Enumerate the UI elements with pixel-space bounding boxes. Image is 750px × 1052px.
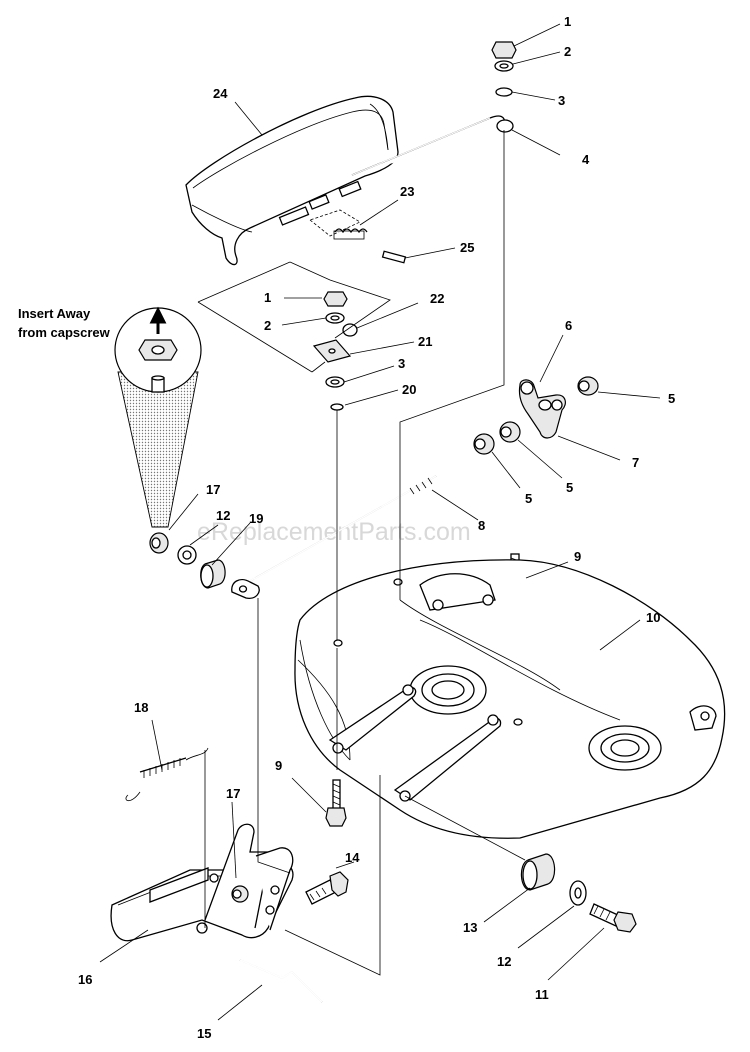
- callout-21: 21: [418, 334, 432, 349]
- nut-5-mid: [499, 421, 521, 443]
- callout-17-lower: 17: [226, 786, 240, 801]
- callout-1-mid: 1: [264, 290, 271, 305]
- callout-16: 16: [78, 972, 92, 987]
- callout-1-top: 1: [564, 14, 571, 29]
- inset-arrow: [149, 306, 167, 334]
- top-nut-stack: [491, 41, 517, 133]
- callout-20: 20: [402, 382, 416, 397]
- callout-22: 22: [430, 291, 444, 306]
- callout-numbers: 1 2 3 4 24 23 25 1 2 22 21 3 20 6 5 7 5 …: [78, 14, 675, 1041]
- callout-8: 8: [478, 518, 485, 533]
- bolt-14: [305, 871, 349, 905]
- callout-10: 10: [646, 610, 660, 625]
- nut-5-left: [473, 433, 495, 455]
- inset-detail: Insert Away from capscrew: [18, 306, 202, 528]
- lift-rod: [231, 475, 437, 599]
- callout-25: 25: [460, 240, 474, 255]
- callout-7: 7: [632, 455, 639, 470]
- left-bushings: [149, 532, 226, 589]
- spacer-13: [520, 853, 556, 891]
- callout-23: 23: [400, 184, 414, 199]
- callout-18: 18: [134, 700, 148, 715]
- callout-4: 4: [582, 152, 590, 167]
- callout-11: 11: [535, 987, 549, 1002]
- torsion-spring: [333, 228, 368, 240]
- callout-6: 6: [565, 318, 572, 333]
- callout-12-top: 12: [216, 508, 230, 523]
- callout-3-top: 3: [558, 93, 565, 108]
- callout-9-lower: 9: [275, 758, 282, 773]
- inset-note-line2: from capscrew: [18, 325, 111, 340]
- callout-19: 19: [249, 511, 263, 526]
- watermark-text: eReplacementParts.com: [197, 518, 471, 546]
- callout-14: 14: [345, 850, 360, 865]
- front-bracket: [110, 823, 294, 942]
- callout-15: 15: [197, 1026, 211, 1041]
- inset-cone: [117, 371, 199, 528]
- callout-3-mid: 3: [398, 356, 405, 371]
- deflector-shield: [185, 95, 399, 266]
- washer-12-lower: [569, 880, 587, 906]
- hinge-hardware: [278, 180, 362, 237]
- deck-spring: [125, 747, 209, 802]
- callout-5-left: 5: [525, 491, 532, 506]
- adjust-bracket: [518, 379, 566, 439]
- callout-12-lower: 12: [497, 954, 511, 969]
- mid-hardware-stack: [312, 291, 358, 411]
- callout-2-top: 2: [564, 44, 571, 59]
- callout-24: 24: [213, 86, 228, 101]
- callout-5-mid: 5: [566, 480, 573, 495]
- hinge-pin: [381, 250, 407, 264]
- bolt-9-lower: [325, 779, 347, 827]
- mower-deck: [294, 559, 726, 839]
- leader-lines: [99, 23, 661, 1021]
- callout-2-mid: 2: [264, 318, 271, 333]
- callout-5-right: 5: [668, 391, 675, 406]
- callout-13: 13: [463, 920, 477, 935]
- bolt-11: [589, 903, 637, 933]
- inset-note-line1: Insert Away: [18, 306, 91, 321]
- pin-15: [239, 959, 323, 1003]
- callout-9-upper: 9: [574, 549, 581, 564]
- nut-5-right: [577, 376, 599, 396]
- callout-17-top: 17: [206, 482, 220, 497]
